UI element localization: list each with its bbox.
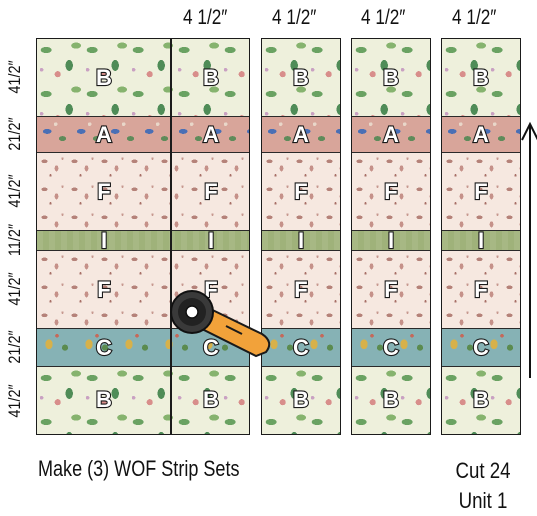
rotary-cutter-icon bbox=[171, 291, 269, 356]
caption-strip-sets: Make (3) WOF Strip Sets bbox=[38, 456, 239, 482]
caption-cut-units: Cut 24 Unit 1 bbox=[453, 456, 513, 516]
arrow-up-icon bbox=[522, 124, 537, 378]
caption-unit-name: Unit 1 bbox=[453, 486, 513, 516]
caption-cut-count: Cut 24 bbox=[453, 456, 513, 486]
